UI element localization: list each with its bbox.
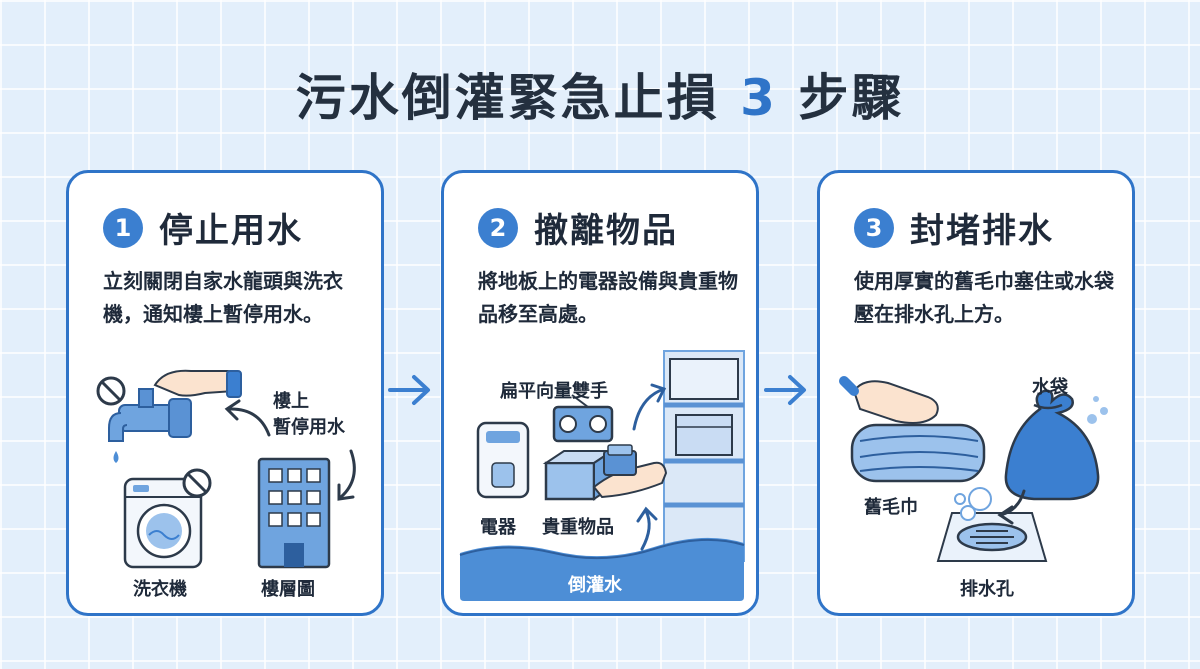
step-description: 使用厚實的舊毛巾塞住或水袋壓在排水孔上方。 — [854, 269, 1114, 326]
step-description: 將地板上的電器設備與貴重物品移至高處。 — [478, 269, 738, 326]
move-items-illustration — [459, 350, 745, 601]
radio-icon — [552, 394, 614, 443]
step-title: 停止用水 — [159, 211, 303, 251]
washing-machine-icon — [123, 477, 203, 569]
washer-label: 洗衣機 — [133, 579, 187, 600]
step-card-block-drain: 3 封堵排水 使用厚實的舊毛巾塞住或水袋壓在排水孔上方。 水袋 舊毛巾 排水孔 — [817, 170, 1135, 616]
drain-label: 排水孔 — [960, 579, 1014, 600]
towel-icon — [850, 423, 986, 483]
flat-hands-label: 扁平向量雙手 — [500, 381, 608, 402]
pause-water-label: 暫停用水 — [273, 417, 345, 438]
upstairs-label: 樓上 — [273, 391, 309, 412]
block-drain-illustration — [839, 376, 1108, 562]
prohibited-faucet-icon — [96, 376, 126, 406]
step-title: 封堵排水 — [910, 211, 1054, 251]
curved-arrow-icon — [224, 399, 356, 501]
curved-arrow-icon — [997, 489, 1026, 525]
move-up-arrow-icon — [632, 383, 667, 551]
step-card-move-items: 2 撤離物品 將地板上的電器設備與貴重物品移至高處。 扁平向量雙手 電器 貴重物… — [441, 170, 759, 616]
step-description: 立刻關閉自家水龍頭與洗衣機，通知樓上暫停用水。 — [103, 269, 343, 326]
valuables-label: 貴重物品 — [542, 517, 614, 538]
step-number-badge: 3 — [854, 207, 894, 248]
step-number-badge: 2 — [478, 207, 518, 248]
title-number: 3 — [740, 69, 778, 127]
page-title: 污水倒灌緊急止損 3 步驟 — [0, 58, 1200, 130]
faucet-icon — [108, 388, 192, 463]
building-label: 樓層圖 — [261, 579, 315, 600]
appliance-icon — [476, 421, 530, 499]
water-bag-icon — [1004, 389, 1108, 501]
next-step-arrow-1-icon — [388, 375, 430, 405]
backflow-water-icon — [460, 537, 744, 601]
shelf-icon — [663, 350, 745, 562]
drain-icon — [936, 487, 1048, 562]
step-header: 2 撤離物品 — [478, 203, 678, 252]
prohibited-washer-icon — [182, 468, 212, 498]
step-number-badge: 1 — [103, 207, 143, 248]
next-step-arrow-2-icon — [764, 375, 806, 405]
hand-icon — [153, 369, 242, 398]
hand-on-towel-icon — [839, 376, 939, 424]
step-header: 1 停止用水 — [103, 203, 303, 252]
title-main: 污水倒灌緊急止損 — [295, 69, 720, 127]
backflow-label: 倒灌水 — [568, 575, 622, 596]
step-title: 撤離物品 — [534, 211, 678, 251]
appliances-label: 電器 — [480, 517, 516, 538]
water-bag-label: 水袋 — [1032, 377, 1068, 398]
stop-water-illustration — [96, 369, 356, 569]
step-header: 3 封堵排水 — [854, 203, 1054, 252]
towel-label: 舊毛巾 — [864, 497, 918, 518]
hand-holding-box-icon — [592, 444, 668, 499]
step-card-stop-water: 1 停止用水 立刻關閉自家水龍頭與洗衣機，通知樓上暫停用水。 樓上 暫停用水 洗… — [66, 170, 384, 616]
title-suffix: 步驟 — [798, 69, 905, 127]
building-icon — [257, 457, 331, 569]
